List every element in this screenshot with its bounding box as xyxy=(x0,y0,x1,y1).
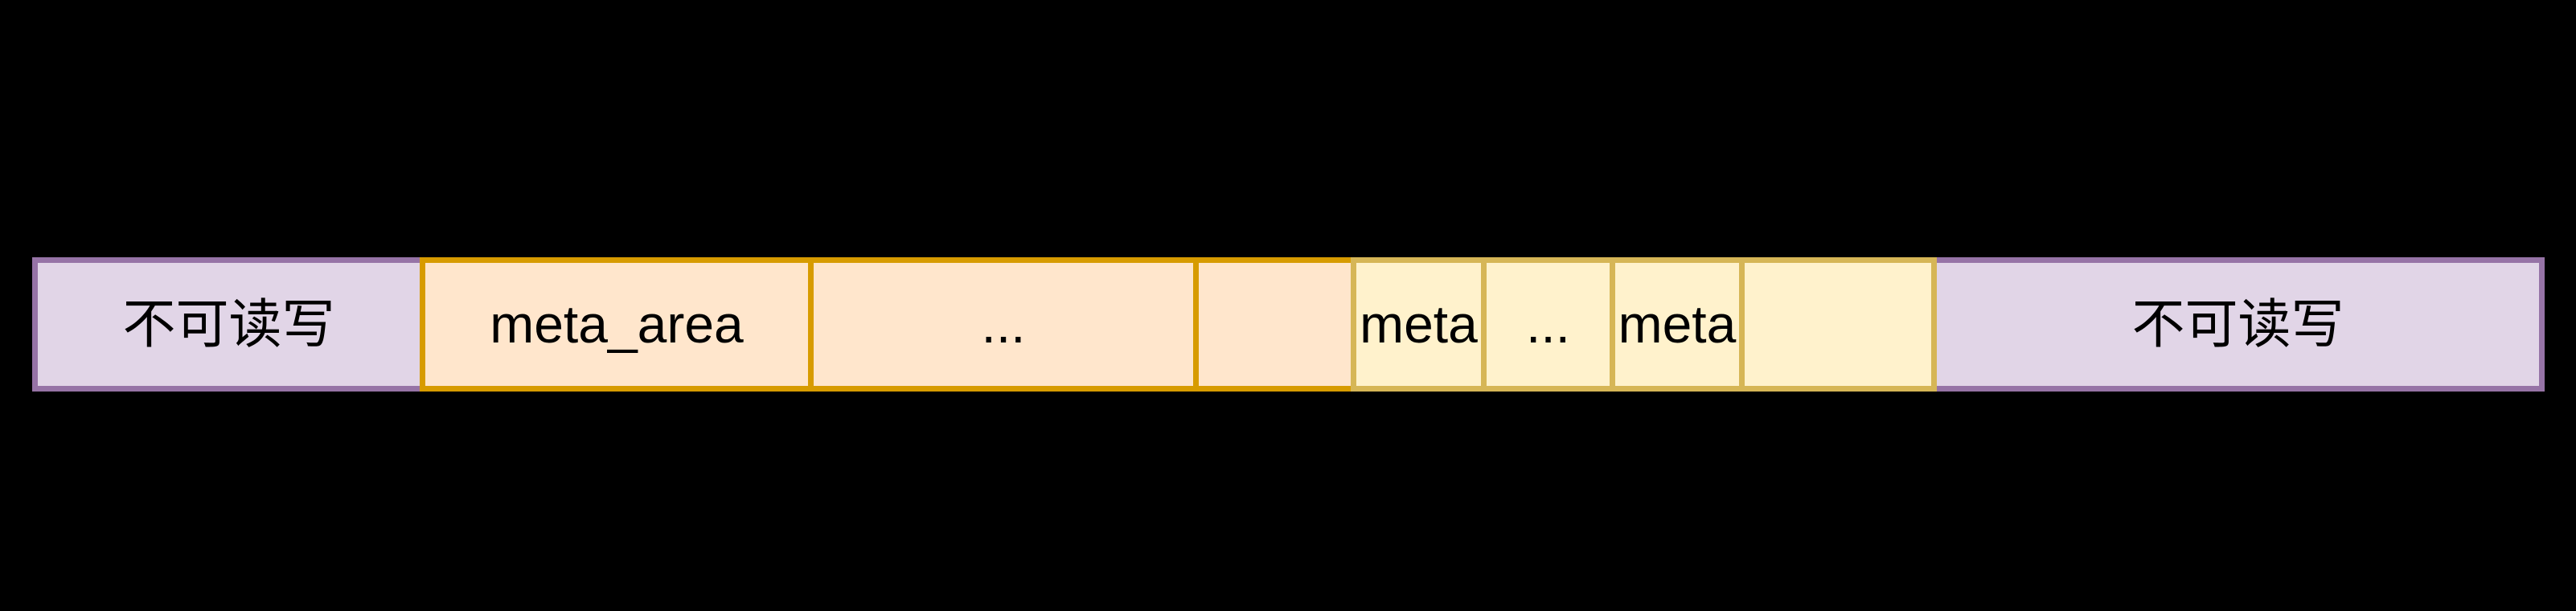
segment-label: 不可读写 xyxy=(2131,293,2344,354)
segment-label: meta_area xyxy=(490,293,744,354)
segment-label: meta xyxy=(1618,293,1737,354)
segment-reserved-orange xyxy=(1193,257,1356,392)
segment-label: ... xyxy=(1525,293,1570,354)
segment-meta-1: meta xyxy=(1351,257,1487,392)
segment-meta-area: meta_area xyxy=(420,257,814,392)
segment-label: meta xyxy=(1360,293,1478,354)
segment-label: ... xyxy=(981,293,1026,354)
segment-ellipsis-yellow: ... xyxy=(1481,257,1615,392)
segment-unreadable-left: 不可读写 xyxy=(32,257,425,392)
segment-label: 不可读写 xyxy=(122,293,335,354)
segment-reserved-yellow xyxy=(1739,257,1937,392)
segment-meta-2: meta xyxy=(1610,257,1745,392)
segment-unreadable-right: 不可读写 xyxy=(1931,257,2545,392)
memory-layout-diagram: 不可读写 meta_area ... meta ... meta 不可读写 xyxy=(0,257,2576,392)
segment-ellipsis-orange: ... xyxy=(808,257,1199,392)
